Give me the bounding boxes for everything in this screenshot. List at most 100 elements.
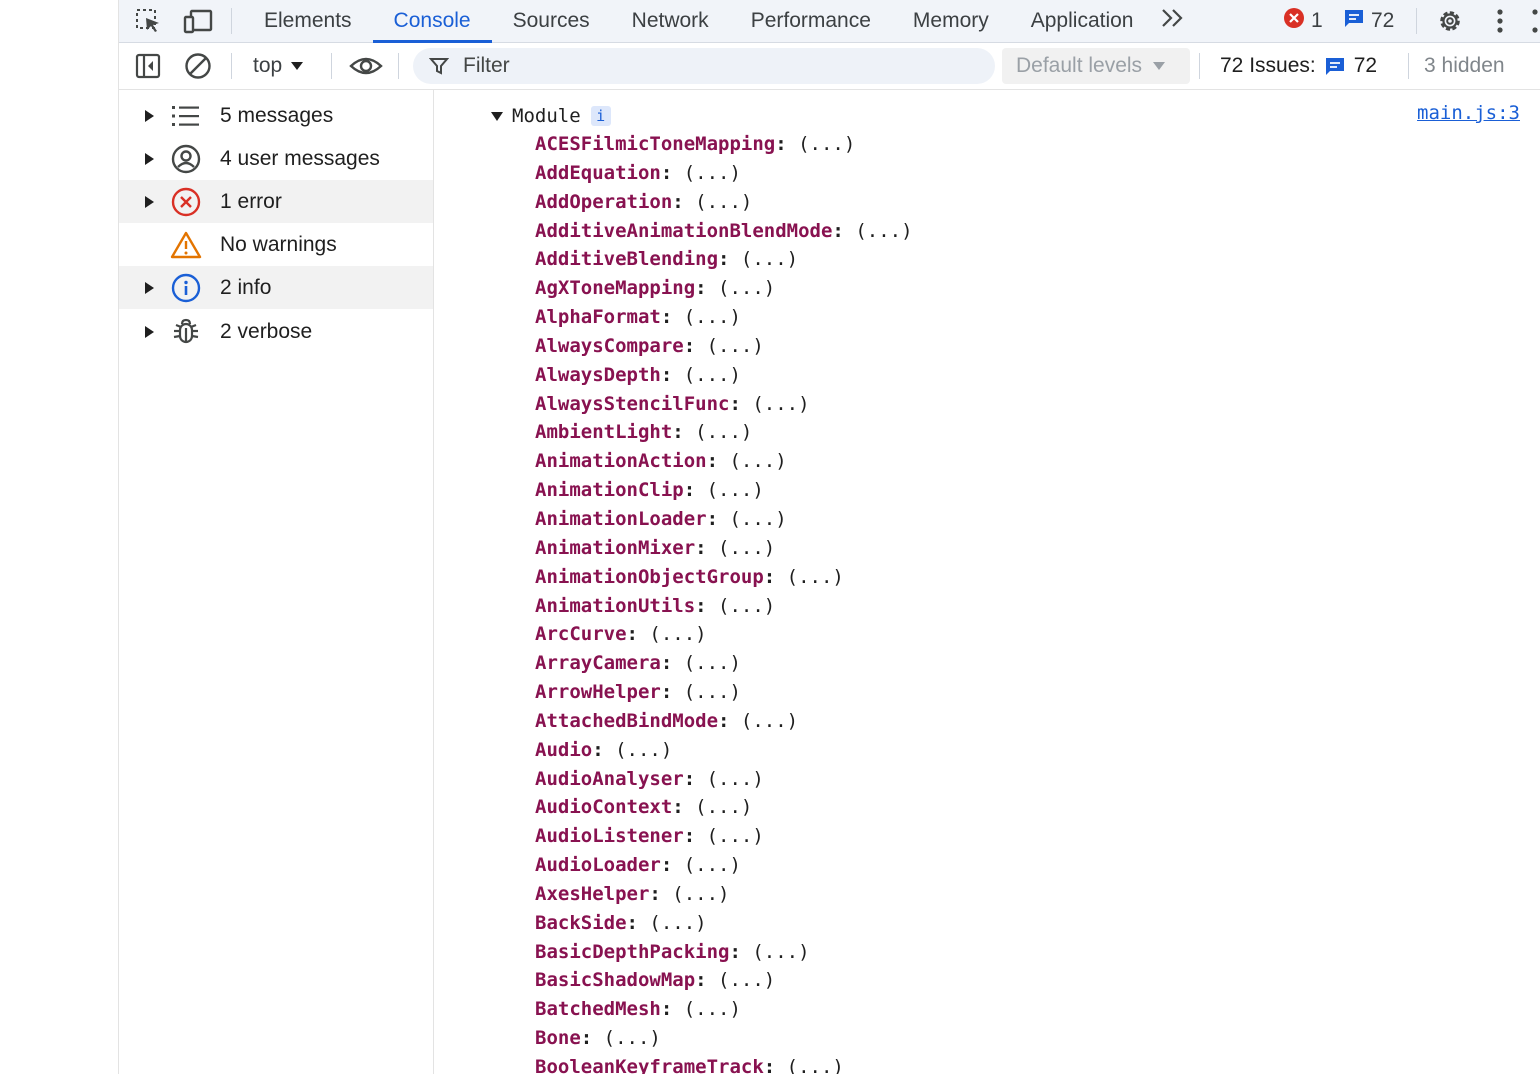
property-row[interactable]: AlwaysStencilFunc: (...) [535,390,913,419]
sidebar-item-messages[interactable]: 5 messages [119,94,433,137]
property-row[interactable]: BasicDepthPacking: (...) [535,938,913,967]
settings-gear-icon[interactable] [1435,6,1465,36]
property-value-getter[interactable]: (...) [615,738,673,761]
sidebar-item-warnings[interactable]: No warnings [119,223,433,266]
property-value-getter[interactable]: (...) [752,940,810,963]
property-row[interactable]: Bone: (...) [535,1024,913,1053]
property-row[interactable]: AnimationLoader: (...) [535,505,913,534]
tab-sources[interactable]: Sources [512,9,590,32]
property-row[interactable]: AnimationObjectGroup: (...) [535,563,913,592]
expand-arrow-icon[interactable] [143,281,157,295]
tab-memory[interactable]: Memory [912,9,989,32]
property-value-getter[interactable]: (...) [695,421,753,444]
property-row[interactable]: ACESFilmicToneMapping: (...) [535,130,913,159]
property-value-getter[interactable]: (...) [718,594,776,617]
property-value-getter[interactable]: (...) [798,133,856,155]
property-row[interactable]: AxesHelper: (...) [535,880,913,909]
property-row[interactable]: AdditiveAnimationBlendMode: (...) [535,217,913,246]
property-value-getter[interactable]: (...) [718,536,776,559]
clear-console-icon[interactable] [183,51,213,81]
property-row[interactable]: AudioListener: (...) [535,822,913,851]
toggle-sidebar-icon[interactable] [133,51,163,81]
sidebar-item-info[interactable]: 2 info [119,266,433,309]
tab-console[interactable]: Console [372,0,492,43]
property-row[interactable]: AnimationMixer: (...) [535,534,913,563]
log-levels-dropdown[interactable]: Default levels [1002,48,1190,84]
hidden-messages-count[interactable]: 3 hidden [1424,54,1505,77]
property-value-getter[interactable]: (...) [718,277,776,300]
source-link[interactable]: main.js:3 [1417,102,1520,124]
property-row[interactable]: AnimationAction: (...) [535,447,913,476]
property-value-getter[interactable]: (...) [683,998,741,1021]
expand-arrow-icon[interactable] [143,152,157,166]
property-value-getter[interactable]: (...) [706,334,764,357]
property-row[interactable]: AgXToneMapping: (...) [535,274,913,303]
property-value-getter[interactable]: (...) [683,854,741,877]
message-count-badge[interactable]: 72 [1343,6,1394,36]
property-row[interactable]: AnimationClip: (...) [535,476,913,505]
tab-elements[interactable]: Elements [264,9,352,32]
property-value-getter[interactable]: (...) [649,623,707,646]
property-value-getter[interactable]: (...) [695,190,753,213]
property-row[interactable]: AnimationUtils: (...) [535,592,913,621]
filter-box[interactable] [413,48,995,84]
property-row[interactable]: AddOperation: (...) [535,188,913,217]
property-row[interactable]: AlwaysDepth: (...) [535,361,913,390]
live-expression-eye-icon[interactable] [349,51,383,81]
info-badge[interactable]: i [590,106,611,126]
property-row[interactable]: AudioAnalyser: (...) [535,765,913,794]
property-value-getter[interactable]: (...) [706,825,764,848]
tab-application[interactable]: Application [1030,9,1134,32]
property-value-getter[interactable]: (...) [706,767,764,790]
expand-arrow-icon[interactable] [143,109,157,123]
error-count-badge[interactable]: 1 [1283,6,1323,36]
property-value-getter[interactable]: (...) [695,796,753,819]
property-value-getter[interactable]: (...) [855,219,913,242]
property-row[interactable]: ArrayCamera: (...) [535,649,913,678]
property-row[interactable]: AudioLoader: (...) [535,851,913,880]
property-value-getter[interactable]: (...) [603,1027,661,1050]
property-row[interactable]: AddEquation: (...) [535,159,913,188]
expanded-triangle-icon[interactable] [490,110,504,122]
property-value-getter[interactable]: (...) [729,507,787,530]
property-value-getter[interactable]: (...) [683,363,741,386]
expand-arrow-icon[interactable] [143,325,157,339]
property-value-getter[interactable]: (...) [683,681,741,704]
property-value-getter[interactable]: (...) [752,392,810,415]
property-value-getter[interactable]: (...) [649,911,707,934]
property-row[interactable]: AlwaysCompare: (...) [535,332,913,361]
sidebar-item-verbose[interactable]: 2 verbose [119,310,433,353]
more-options-kebab-icon[interactable] [1485,6,1515,36]
context-selector[interactable]: top [253,51,304,81]
property-row[interactable]: ArrowHelper: (...) [535,678,913,707]
property-row[interactable]: AudioContext: (...) [535,793,913,822]
property-row[interactable]: BooleanKeyframeTrack: (...) [535,1053,913,1074]
property-value-getter[interactable]: (...) [683,161,741,184]
property-value-getter[interactable]: (...) [683,306,741,329]
property-row[interactable]: AdditiveBlending: (...) [535,245,913,274]
property-row[interactable]: BackSide: (...) [535,909,913,938]
property-value-getter[interactable]: (...) [786,1056,844,1074]
tab-network[interactable]: Network [631,9,709,32]
issues-counter[interactable]: 72 Issues: 72 [1220,51,1377,81]
property-value-getter[interactable]: (...) [706,479,764,502]
module-object-header[interactable]: Module i [490,104,611,128]
property-value-getter[interactable]: (...) [740,248,799,271]
property-value-getter[interactable]: (...) [740,709,799,732]
property-value-getter[interactable]: (...) [718,969,776,992]
tab-performance[interactable]: Performance [750,9,871,32]
property-row[interactable]: BasicShadowMap: (...) [535,966,913,995]
property-row[interactable]: Audio: (...) [535,736,913,765]
device-toolbar-icon[interactable] [183,6,213,36]
property-value-getter[interactable]: (...) [786,565,844,588]
sidebar-item-user-messages[interactable]: 4 user messages [119,137,433,180]
property-row[interactable]: AlphaFormat: (...) [535,303,913,332]
close-devtools-icon[interactable] [1529,6,1540,36]
property-value-getter[interactable]: (...) [672,882,730,905]
property-row[interactable]: BatchedMesh: (...) [535,995,913,1024]
property-value-getter[interactable]: (...) [683,652,741,675]
property-row[interactable]: ArcCurve: (...) [535,620,913,649]
more-tabs-button[interactable] [1154,0,1192,42]
filter-input[interactable] [461,53,965,79]
sidebar-item-errors[interactable]: 1 error [119,180,433,223]
